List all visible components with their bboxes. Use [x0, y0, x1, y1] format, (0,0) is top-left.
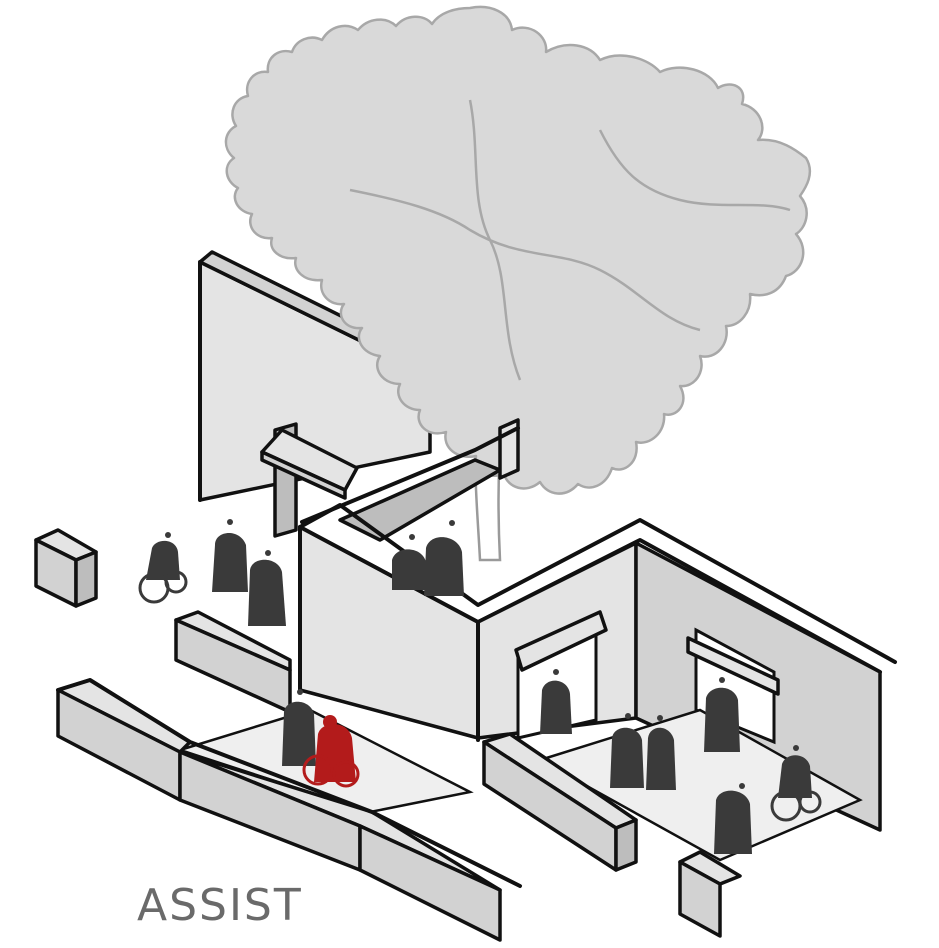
- low-wall-block-left: [36, 530, 96, 606]
- person-figure: [610, 728, 644, 788]
- person-figure: [704, 688, 740, 752]
- low-wall-block-right: [680, 852, 740, 936]
- person-figure: [714, 791, 752, 854]
- wheelchair-user-left: [140, 541, 186, 602]
- person-figure: [392, 549, 428, 590]
- low-wall-left: [176, 612, 290, 712]
- caption-label: ASSIST: [137, 880, 303, 931]
- person-figure: [540, 681, 572, 734]
- person-figure: [646, 728, 676, 790]
- person-figure: [424, 537, 464, 596]
- person-figure: [248, 560, 286, 626]
- person-figure: [212, 533, 248, 592]
